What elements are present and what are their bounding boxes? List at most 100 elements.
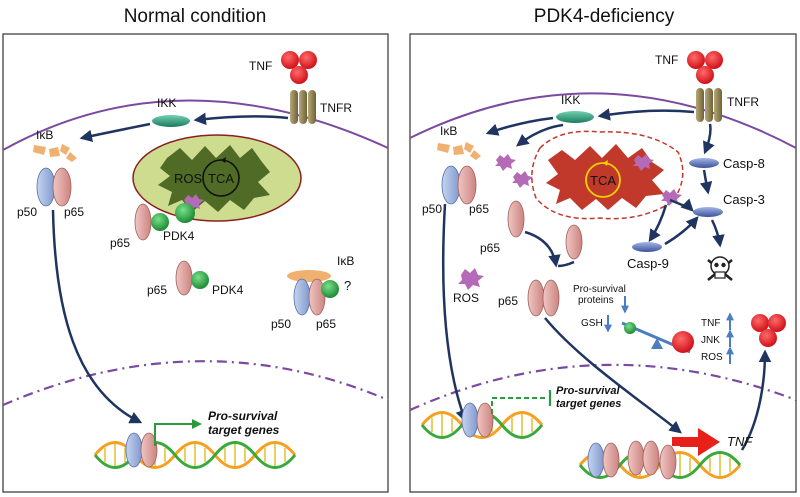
left-tnfr-receptor: [290, 90, 316, 124]
right-p65-dimer-b: [542, 279, 560, 317]
right-ros-star-cytosol: [458, 268, 484, 290]
right-p65-dimer-a: [527, 279, 545, 317]
left-p50-subunit: [36, 167, 56, 207]
right-gsh-label: GSH: [581, 318, 603, 329]
left-pdk4-mito-2: [175, 203, 195, 223]
right-ikk: [556, 111, 594, 123]
right-tnfr-label: TNFR: [727, 95, 759, 109]
left-panel-frame: [2, 33, 389, 493]
right-balance-fulcrum: [651, 338, 663, 349]
left-p65-complex: [308, 278, 326, 316]
left-arrow-tnfr-ikk: [193, 112, 289, 126]
right-panel-frame: [409, 33, 797, 493]
left-p65-label: p65: [64, 205, 84, 219]
right-p50-subunit: [441, 165, 461, 205]
left-pdk4-cytosol: [191, 271, 209, 289]
right-p65-label: p65: [469, 202, 489, 216]
right-panel-title: PDK4-deficiency: [534, 6, 675, 27]
left-p50-label: p50: [17, 205, 37, 219]
right-arrow-p65-merge-1: [524, 230, 561, 268]
right-secreted-tnf: [751, 314, 786, 347]
right-p65-dna-5: [659, 444, 677, 480]
left-ros-star: [183, 194, 204, 211]
right-ros-star-2: [512, 171, 533, 188]
left-panel: Normal condition TNF TNFR IKK IκB: [2, 6, 389, 493]
right-tnf-label: TNF: [655, 53, 678, 67]
right-arrow-ikk-p65: [516, 123, 564, 147]
left-tca-label: TCA: [208, 171, 234, 186]
right-cell-membrane: [409, 92, 797, 149]
left-pdk4-mito: [151, 213, 169, 231]
right-arrow-tnfr-casp8: [703, 123, 715, 155]
right-p65-nuclear-label: p65: [498, 294, 518, 308]
left-ikk: [152, 115, 190, 127]
left-p50-complex-label: p50: [271, 317, 291, 331]
left-tnf-label: TNF: [249, 59, 272, 73]
left-dna-helix: [93, 441, 297, 469]
right-p65-dna-2: [602, 442, 620, 478]
right-p65-dna: [476, 402, 494, 438]
left-ikb-fragments: [33, 144, 77, 162]
left-arrow-nuclear-translocation: [51, 209, 143, 424]
right-casp8: [689, 158, 719, 168]
right-arrow-p65-to-tnf-gene: [544, 317, 682, 434]
cell-death-skull-icon: [707, 256, 733, 281]
right-casp9: [632, 242, 662, 252]
right-ros-label: ROS: [453, 291, 479, 305]
left-pdk4-b-label: PDK4: [212, 283, 244, 297]
right-casp9-label: Casp-9: [627, 256, 669, 271]
left-p65-complex-label: p65: [316, 317, 336, 331]
right-casp8-label: Casp-8: [723, 156, 765, 171]
left-question-label: ?: [344, 278, 351, 293]
right-p65-subunit: [457, 165, 477, 205]
right-arrow-p65-merge-2: [557, 260, 575, 268]
right-arrow-tnf-secretion: [740, 349, 772, 451]
right-balance-small-weight: [624, 322, 636, 334]
right-ros-up-label: ROS: [701, 352, 723, 363]
right-ikk-label: IKK: [561, 93, 580, 107]
left-ikb-protein: [287, 270, 331, 282]
right-balance-large-weight: [672, 331, 694, 353]
left-ikb-label: IκB: [36, 128, 53, 142]
left-gene-activation-arrow: [154, 419, 202, 446]
right-arrow-tnfr-ikk: [597, 108, 695, 121]
right-arrow-ikk-ikb: [485, 116, 554, 136]
right-tnfr-receptor: [696, 88, 722, 122]
right-p65-dna-3: [627, 440, 645, 476]
right-tca-cycle-arrow: [603, 160, 608, 166]
left-arrow-ikk-ikb: [79, 122, 151, 143]
right-tca-label: TCA: [590, 173, 616, 188]
left-p50-dna: [125, 432, 143, 468]
left-tca-cycle-arrow: [221, 157, 226, 163]
right-tnf-ligand: [687, 51, 723, 84]
right-ros-star-1: [495, 154, 516, 171]
right-blocked-gene-line: [491, 397, 548, 414]
right-p65-free-2: [565, 224, 583, 260]
right-casp3: [693, 207, 723, 217]
right-arrow-casp3-death: [710, 219, 725, 248]
left-nuclear-membrane: [2, 360, 389, 407]
right-p50-dna-2: [587, 442, 605, 478]
right-panel: PDK4-deficiency TNF TNFR IKK IκB: [409, 6, 797, 493]
left-p65-subunit: [52, 167, 72, 207]
right-ps-proteins-label-1: Pro-survival: [573, 284, 626, 295]
right-prosurvival-label-1: Pro-survival: [556, 385, 621, 397]
left-cell-membrane: [2, 99, 389, 151]
left-tca-matrix: [158, 145, 270, 212]
left-ros-label: ROS: [174, 171, 203, 186]
right-arrow-casp9-casp3: [664, 216, 699, 246]
left-pdk4-complex: [321, 280, 339, 298]
left-p50-complex: [293, 278, 311, 316]
right-mitochondrion-outline: [531, 130, 684, 220]
left-p65-cytosol: [175, 260, 193, 296]
left-ikk-label: IKK: [157, 96, 176, 110]
right-p65-free-1: [507, 200, 525, 238]
left-p65-pdk4-b-label: p65: [147, 283, 167, 297]
right-ikb-label: IκB: [440, 124, 457, 138]
right-casp3-label: Casp-3: [723, 192, 765, 207]
left-prosurvival-label-2: target genes: [208, 423, 280, 437]
left-prosurvival-label-1: Pro-survival: [208, 409, 278, 423]
right-ros-star-3: [633, 154, 654, 171]
left-p65-pdk4-a-label: p65: [110, 236, 130, 250]
